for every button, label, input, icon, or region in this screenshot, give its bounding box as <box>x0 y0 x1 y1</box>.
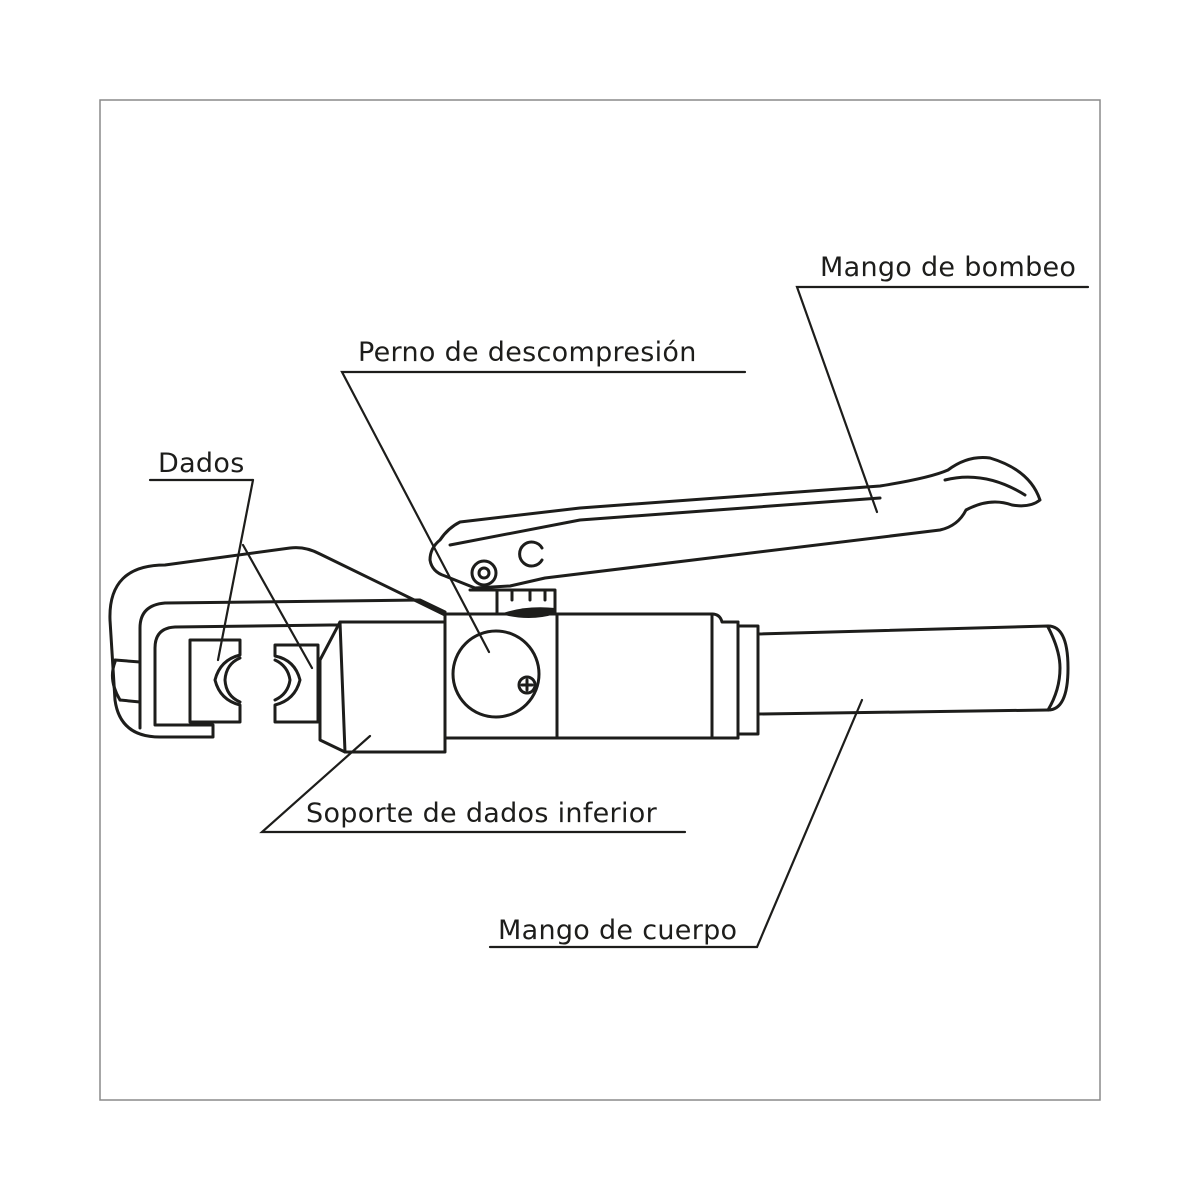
leader-dados-b <box>241 543 314 670</box>
release-valve-knob <box>451 629 541 719</box>
handle-collar <box>736 624 760 736</box>
head-frame-inner <box>138 598 447 730</box>
label-dados: Dados <box>158 448 245 479</box>
head-front-cap <box>110 658 142 704</box>
crimping-tool <box>108 456 1070 754</box>
leader-soporte <box>259 734 687 834</box>
die-upper-groove <box>223 656 242 704</box>
die-upper <box>188 638 242 724</box>
leader-dados-a <box>216 478 255 662</box>
pump-clip <box>518 540 544 568</box>
lower-die-holder-edge <box>338 620 347 754</box>
labels: Mango de bombeo Perno de descompresión D… <box>158 252 1076 946</box>
label-mango-cuerpo: Mango de cuerpo <box>498 915 737 946</box>
head-frame <box>108 546 447 739</box>
diagram-frame <box>99 99 1101 1101</box>
pump-handle <box>428 456 1042 590</box>
body-handle <box>756 624 1070 716</box>
label-mango-bombeo: Mango de bombeo <box>820 252 1076 283</box>
release-valve-screw-slot <box>520 678 534 692</box>
die-lower <box>273 643 320 724</box>
pump-pivot-inner <box>477 566 491 580</box>
pump-seal-black <box>500 607 555 618</box>
die-lower-groove <box>273 658 292 702</box>
leader-perno <box>340 370 747 654</box>
lower-die-holder <box>318 620 447 754</box>
body-handle-tip <box>1046 625 1062 712</box>
pump-joint-bolts <box>510 588 547 602</box>
leader-mango-cuerpo <box>488 698 864 949</box>
pump-pivot <box>470 559 498 587</box>
pump-handle-inner <box>448 475 1027 547</box>
leader-mango-bombeo <box>795 285 1090 514</box>
label-perno: Perno de descompresión <box>358 337 697 368</box>
leader-lines <box>148 285 1090 949</box>
label-soporte: Soporte de dados inferior <box>306 798 658 829</box>
